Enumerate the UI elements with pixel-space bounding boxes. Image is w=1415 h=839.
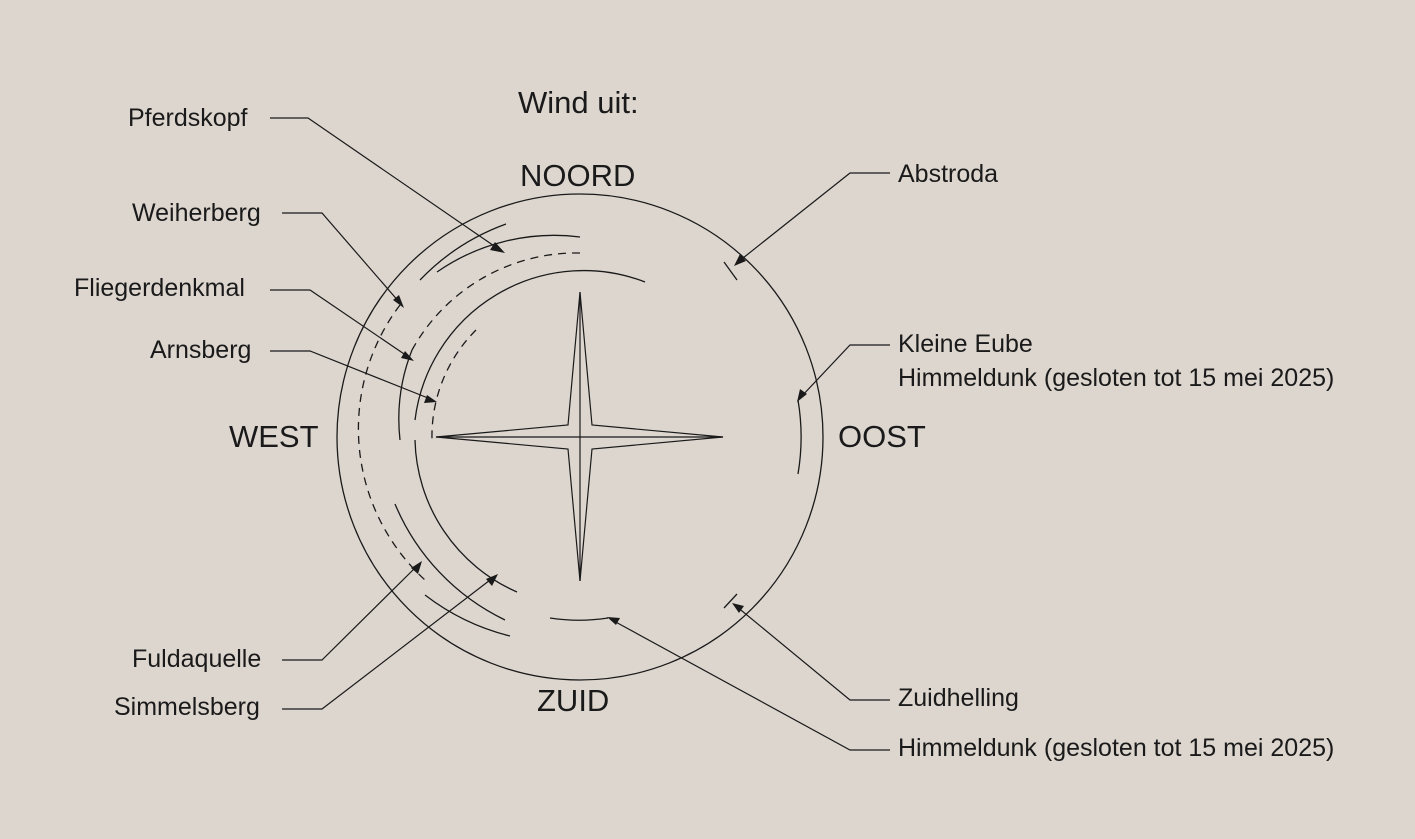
direction-west-label: WEST: [229, 419, 319, 454]
outer-compass-ring: [336, 193, 824, 681]
site-label-zuidhelling: Zuidhelling: [898, 684, 1019, 712]
arc-arnsberg-top: [414, 269, 646, 421]
direction-east-label: OOST: [838, 419, 926, 454]
arc-arnsberg-lower: [414, 439, 518, 593]
site-label-simmelsberg: Simmelsberg: [114, 693, 260, 721]
leader-weiherberg: [282, 212, 404, 308]
site-label-himmeldunk-south: Himmeldunk (gesloten tot 15 mei 2025): [898, 734, 1334, 762]
leader-kleine-eube: [797, 344, 890, 402]
leader-arnsberg: [270, 350, 437, 403]
arc-abstroda: [723, 261, 738, 281]
site-label-fuldaquelle: Fuldaquelle: [132, 645, 261, 673]
leader-fuldaquelle: [282, 561, 422, 661]
arc-himmeldunk-south: [549, 617, 609, 621]
site-label-arnsberg: Arnsberg: [150, 336, 251, 364]
leader-himmeldunk-south: [607, 617, 890, 751]
arc-kleine-eube-himmeldunk: [797, 399, 802, 475]
leader-simmelsberg: [282, 574, 498, 710]
site-label-weiherberg: Weiherberg: [132, 199, 261, 227]
site-label-pferdskopf: Pferdskopf: [128, 104, 248, 132]
leader-pferdskopf: [270, 117, 505, 253]
site-label-fliegerdenkmal: Fliegerdenkmal: [74, 274, 245, 302]
leader-zuidhelling: [732, 603, 890, 701]
direction-north-label: NOORD: [520, 158, 635, 193]
site-label-abstroda: Abstroda: [898, 160, 998, 188]
site-label-himmeldunk-east: Himmeldunk (gesloten tot 15 mei 2025): [898, 364, 1334, 392]
arc-pferdskopf-lower: [394, 503, 506, 621]
arc-weiherberg-lower: [424, 594, 511, 637]
leader-fliegerdenkmal: [270, 289, 414, 361]
arc-fliegerdenkmal-top: [411, 252, 581, 351]
arc-fliegerdenkmal-west: [398, 349, 413, 441]
arc-pferdskopf: [419, 223, 507, 281]
direction-south-label: ZUID: [537, 683, 609, 718]
compass-star-icon: [435, 291, 724, 582]
arc-weiherberg-top: [436, 234, 581, 273]
arc-zuidhelling: [723, 593, 738, 609]
arc-weiherberg-west: [357, 304, 426, 581]
site-label-kleine-eube: Kleine Eube: [898, 330, 1033, 358]
diagram-title: Wind uit:: [518, 85, 639, 120]
arc-inner-dashed: [431, 329, 477, 441]
leader-abstroda: [734, 172, 890, 266]
